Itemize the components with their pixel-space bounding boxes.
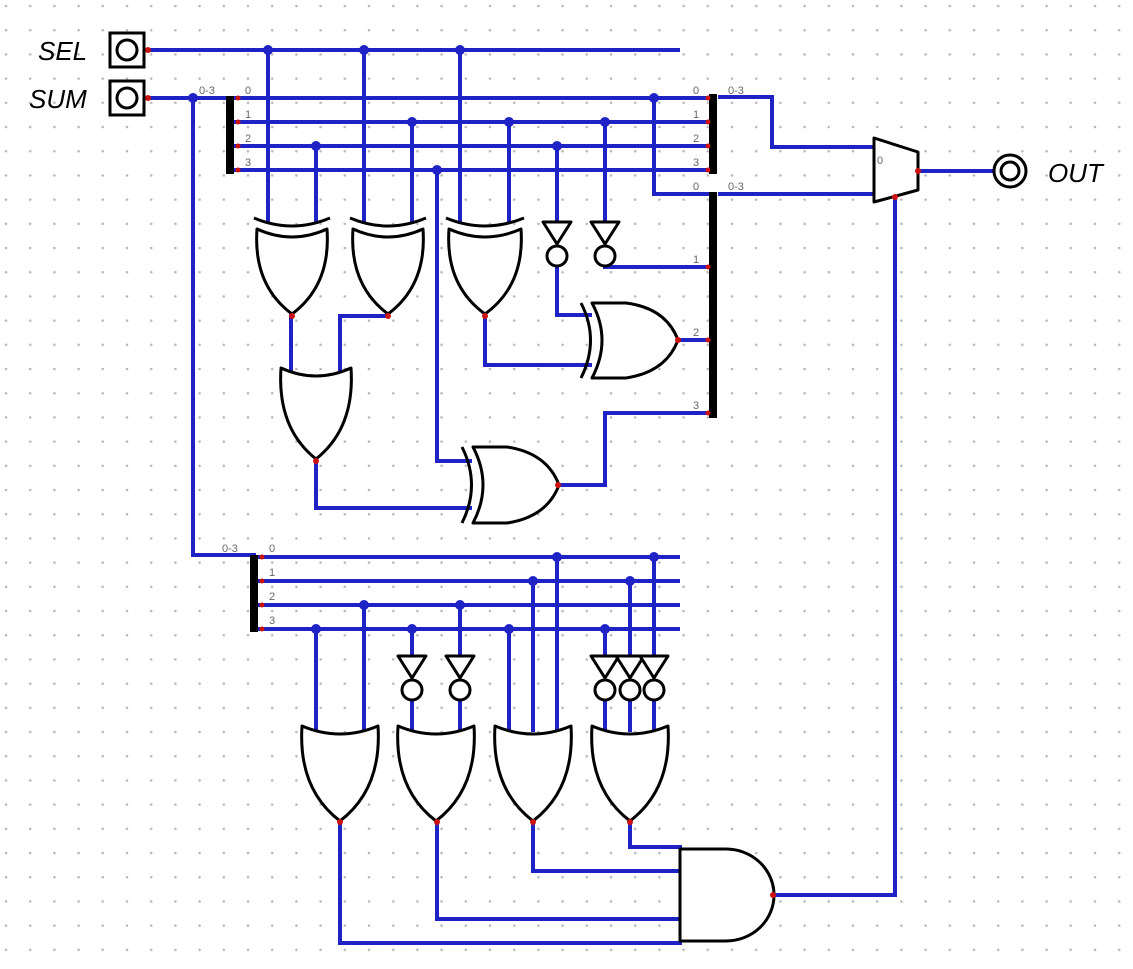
out-bottom-bit-3: 3 xyxy=(693,400,699,412)
xor-gate-2[interactable] xyxy=(349,216,427,316)
top-bit-0: 0 xyxy=(245,85,251,97)
splitter-labels: 0-3 0 1 2 3 0 1 2 3 0-3 0 1 2 3 0-3 0-3 … xyxy=(199,85,744,627)
or-gate-c[interactable] xyxy=(493,724,573,823)
top-bit-3: 3 xyxy=(245,157,251,169)
bottom-bit-2: 2 xyxy=(269,591,275,603)
xor-gate-5[interactable] xyxy=(460,445,561,525)
not-gate-3[interactable] xyxy=(396,654,428,702)
not-gate-7[interactable] xyxy=(638,654,670,702)
out-top-bit-0: 0 xyxy=(693,85,699,97)
out-top-bit-1: 1 xyxy=(693,109,699,121)
out-bottom-bit-1: 1 xyxy=(693,254,699,266)
out-top-bit-3: 3 xyxy=(693,157,699,169)
or-gate-1[interactable] xyxy=(279,366,353,461)
input-pin-sum[interactable]: SUM xyxy=(29,79,146,117)
bottom-bit-3: 3 xyxy=(269,615,275,627)
or-gate-d[interactable] xyxy=(590,724,670,823)
bottom-splitter-range: 0-3 xyxy=(222,543,238,555)
pin-dots xyxy=(145,47,921,898)
out-top-bit-2: 2 xyxy=(693,133,699,145)
top-bit-2: 2 xyxy=(245,133,251,145)
out-bottom-bit-2: 2 xyxy=(693,327,699,339)
out-bottom-range: 0-3 xyxy=(728,181,744,193)
xor-gate-1[interactable] xyxy=(253,216,331,316)
out-top-range: 0-3 xyxy=(728,85,744,97)
bottom-bit-0: 0 xyxy=(269,543,275,555)
out-bottom-bit-0: 0 xyxy=(693,181,699,193)
not-gate-2[interactable] xyxy=(589,220,621,268)
not-gate-1[interactable] xyxy=(541,220,573,268)
not-gate-6[interactable] xyxy=(614,654,646,702)
and-gate[interactable] xyxy=(678,847,776,943)
mux-select-label: 0 xyxy=(877,155,883,167)
xor-gate-3[interactable] xyxy=(445,216,525,316)
or-gate-a[interactable] xyxy=(300,724,380,823)
wires xyxy=(146,48,998,945)
junction-nodes xyxy=(188,45,659,634)
out-label: OUT xyxy=(1048,158,1105,188)
top-splitter-range: 0-3 xyxy=(199,85,215,97)
or-gate-b[interactable] xyxy=(396,724,476,823)
output-pin-out[interactable]: OUT xyxy=(992,153,1105,189)
xor-gate-4[interactable] xyxy=(579,301,680,380)
top-bit-1: 1 xyxy=(245,109,251,121)
sel-label: SEL xyxy=(38,36,87,66)
not-gate-5[interactable] xyxy=(589,654,621,702)
not-gate-4[interactable] xyxy=(444,654,476,702)
multiplexer[interactable]: 0 xyxy=(872,136,920,204)
bottom-bit-1: 1 xyxy=(269,567,275,579)
sum-label: SUM xyxy=(29,84,87,114)
input-pin-sel[interactable]: SEL xyxy=(38,31,146,69)
